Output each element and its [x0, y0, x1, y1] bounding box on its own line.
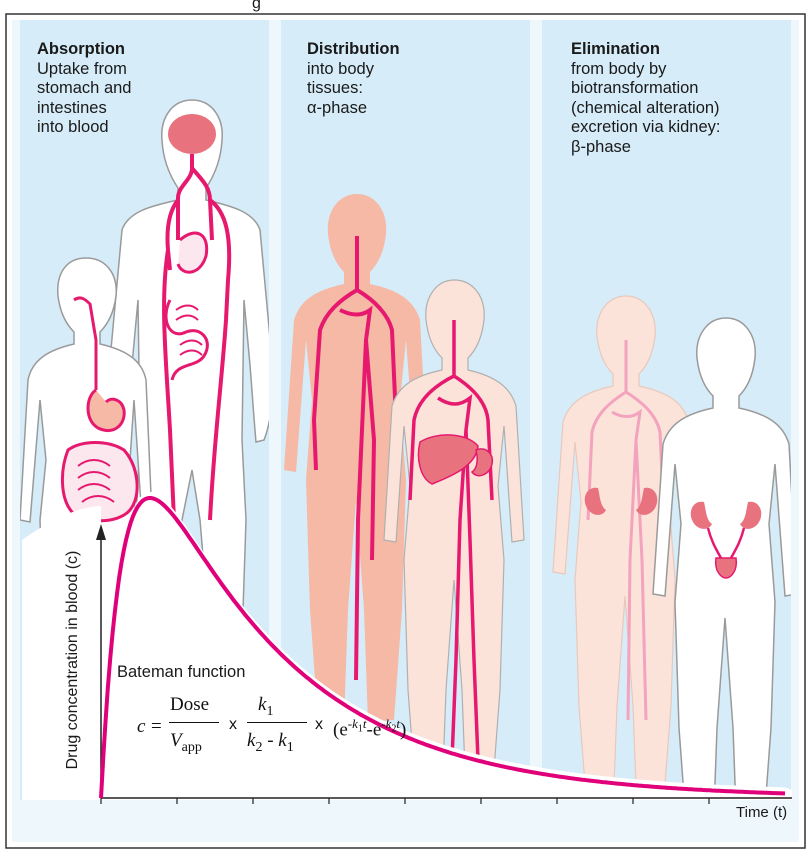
formula-equals: = — [151, 716, 162, 738]
panel-title: Absorption — [37, 40, 131, 60]
formula-open-e: (e — [333, 719, 348, 740]
x-axis-label-text: Time (t) — [736, 804, 787, 821]
caption-line: tissues: — [307, 79, 400, 99]
bateman-function-label-text: Bateman function — [117, 663, 245, 681]
distribution-caption: Distribution into body tissues: α-phase — [307, 40, 400, 118]
formula-denominator-1: Vapp — [170, 730, 202, 756]
formula-mid-e: -e — [367, 719, 382, 740]
caption-line: into blood — [37, 118, 131, 138]
caption-line: excretion via kidney: — [571, 118, 721, 138]
caption-line: (chemical alteration) — [571, 99, 721, 119]
formula-denominator-2-sub: 2 — [255, 740, 262, 755]
elimination-caption: Elimination from body by biotransformati… — [571, 40, 721, 157]
caption-line: biotransformation — [571, 79, 721, 99]
caption-line: α-phase — [307, 99, 400, 119]
caption-line: from body by — [571, 60, 721, 80]
formula-close: ) — [400, 719, 406, 740]
formula-denominator-1-sub: app — [182, 740, 202, 755]
fraction-bar-2 — [247, 722, 307, 723]
caption-line: intestines — [37, 99, 131, 119]
brain-icon — [168, 114, 216, 154]
formula-exp-2: -k — [381, 716, 391, 731]
panel-title: Distribution — [307, 40, 400, 60]
caption-line: Uptake from — [37, 60, 131, 80]
absorption-caption: Absorption Uptake from stomach and intes… — [37, 40, 131, 138]
caption-line: stomach and — [37, 79, 131, 99]
x-axis-label: Time (t) — [736, 804, 787, 821]
header-partial: g — [252, 0, 261, 12]
caption-line: β-phase — [571, 138, 721, 158]
formula-minus-sub: 1 — [287, 740, 294, 755]
bateman-formula: c = Dose Vapp x k1 k2 - k1 x (e-k1t-e-k2… — [137, 694, 457, 780]
bateman-function-label: Bateman function — [117, 663, 245, 682]
formula-numerator-2-sub: 1 — [266, 704, 273, 719]
panel-title: Elimination — [571, 40, 721, 60]
formula-numerator-2: k1 — [258, 694, 273, 720]
formula-numerator-1: Dose — [170, 694, 209, 716]
formula-exp-1: -k — [348, 716, 358, 731]
formula-exponential: (e-k1t-e-k2t) — [333, 716, 406, 741]
formula-times-2: x — [315, 716, 323, 734]
y-axis-label: Drug concentration in blood (c) — [64, 530, 82, 790]
formula-lhs: c — [137, 716, 145, 738]
caption-line: into body — [307, 60, 400, 80]
fraction-bar-1 — [169, 722, 219, 723]
formula-times-1: x — [229, 716, 237, 734]
formula-denominator-1-v: V — [170, 730, 182, 751]
y-axis-label-text: Drug concentration in blood (c) — [64, 551, 81, 770]
formula-denominator-2: k2 - k1 — [247, 730, 294, 756]
formula-minus-k: - k — [267, 730, 287, 751]
